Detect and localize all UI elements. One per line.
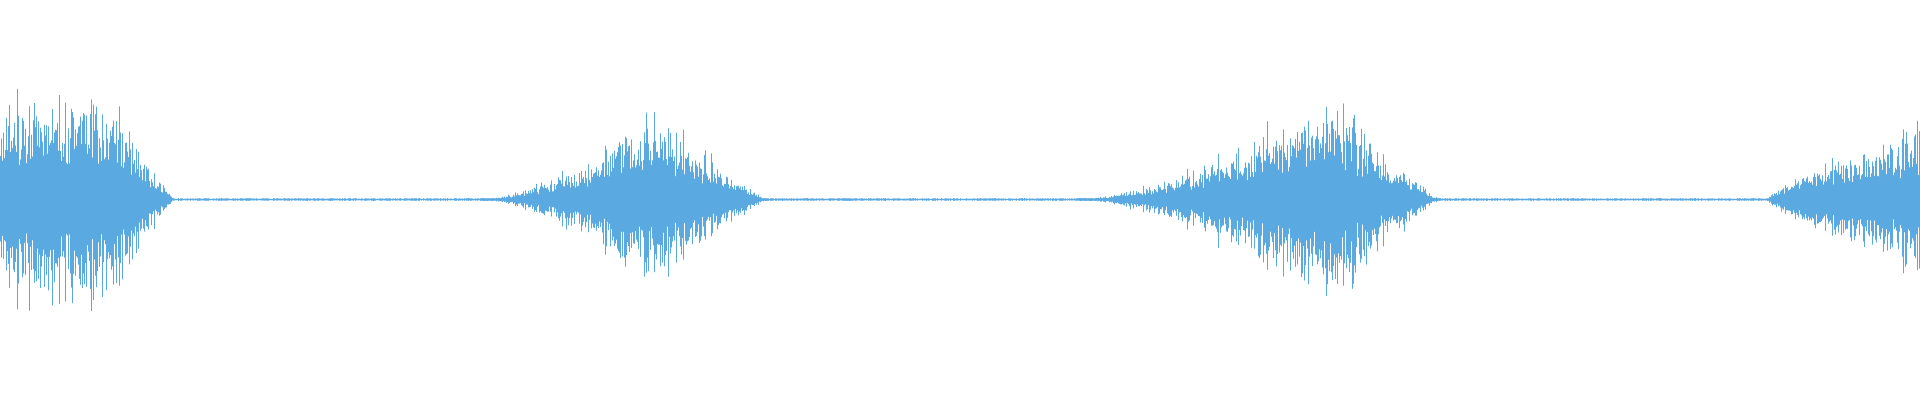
waveform-samples	[0, 88, 1920, 311]
waveform-bars	[0, 88, 1920, 311]
